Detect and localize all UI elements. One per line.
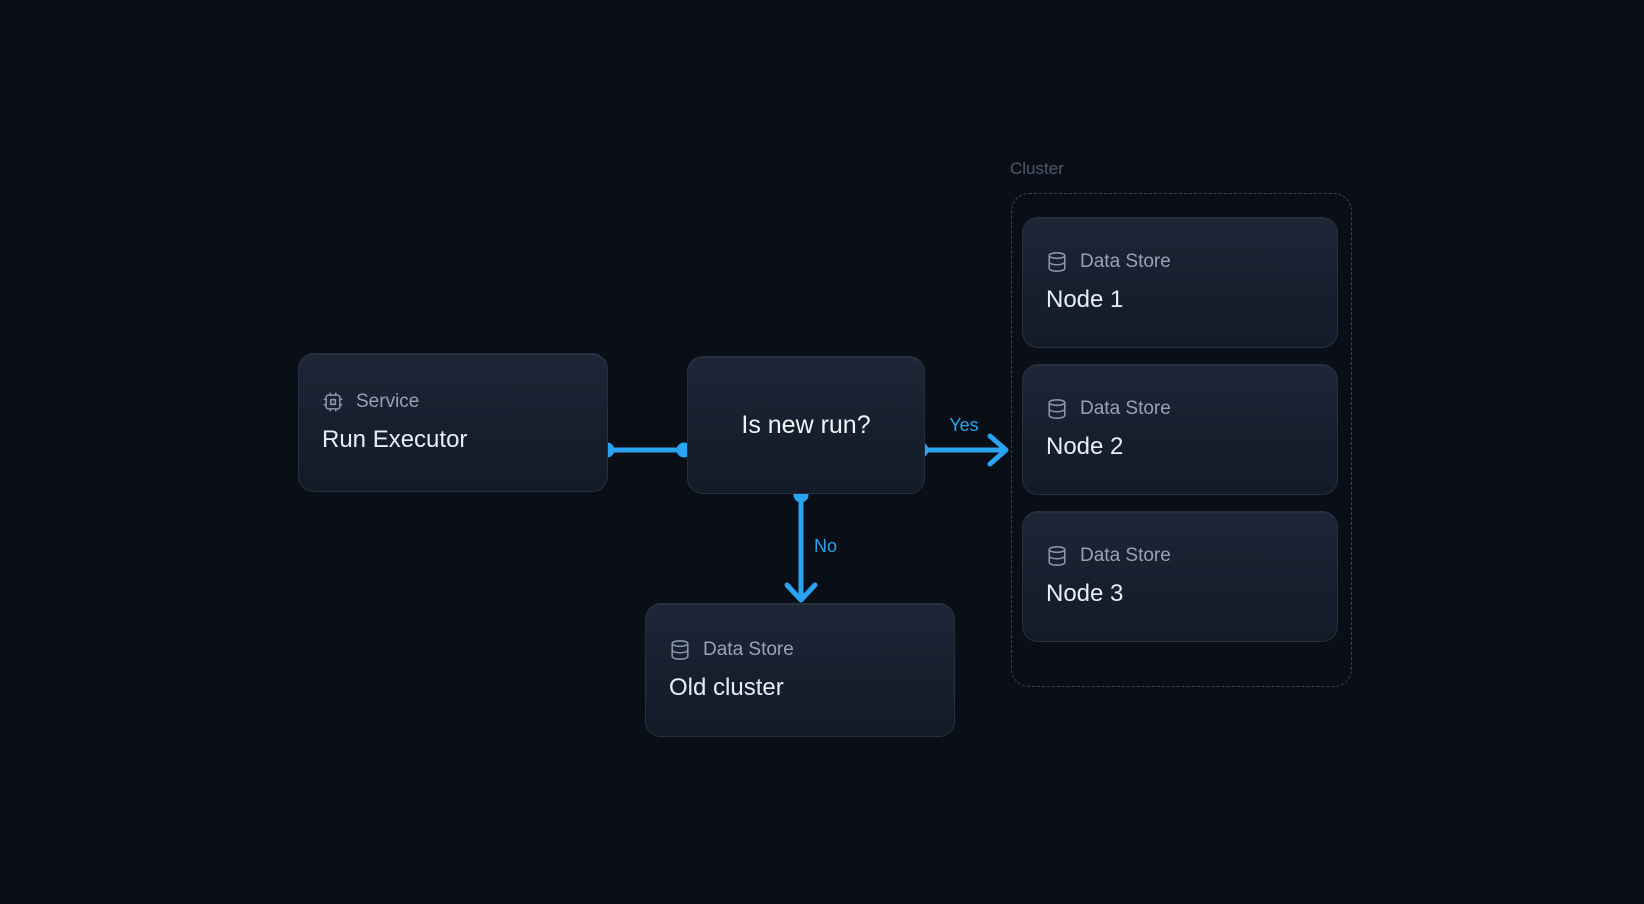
decision-question: Is new run?	[741, 410, 871, 439]
node-decision[interactable]: Is new run?	[687, 356, 925, 494]
edge-label-yes: Yes	[949, 415, 979, 435]
node-title: Node 2	[1046, 433, 1124, 460]
cpu-icon	[322, 391, 344, 413]
node-type-row: Data Store	[1046, 398, 1314, 420]
node-title: Node 3	[1046, 580, 1124, 607]
node-title: Old cluster	[669, 673, 784, 701]
node-type-label: Data Store	[703, 638, 794, 660]
node-cluster-node-1[interactable]: Data Store Node 1	[1022, 217, 1338, 348]
cluster-label: Cluster	[1010, 159, 1064, 178]
node-type-label: Service	[356, 391, 420, 412]
database-icon	[669, 639, 691, 661]
node-run-executor[interactable]: Service Run Executor	[298, 353, 608, 492]
node-type-label: Data Store	[1080, 398, 1171, 419]
node-type-row: Data Store	[1046, 251, 1314, 273]
node-cluster-node-2[interactable]: Data Store Node 2	[1022, 364, 1338, 495]
edge-service-to-decision[interactable]	[599, 442, 692, 458]
edge-decision-to-old-cluster[interactable]	[784, 487, 818, 603]
database-icon	[1046, 398, 1068, 420]
node-type-row: Data Store	[669, 639, 931, 661]
node-title: Node 1	[1046, 286, 1124, 313]
node-type-row: Service	[322, 391, 584, 413]
database-icon	[1046, 251, 1068, 273]
database-icon	[1046, 545, 1068, 567]
node-type-label: Data Store	[1080, 251, 1171, 272]
cluster-group[interactable]	[1011, 193, 1352, 687]
node-cluster-node-3[interactable]: Data Store Node 3	[1022, 511, 1338, 642]
node-type-row: Data Store	[1046, 545, 1314, 567]
edge-label-no: No	[814, 536, 838, 556]
node-title: Run Executor	[322, 426, 468, 453]
node-old-cluster[interactable]: Data Store Old cluster	[645, 603, 955, 737]
node-type-label: Data Store	[1080, 545, 1171, 566]
edge-decision-to-cluster[interactable]	[913, 433, 1009, 467]
